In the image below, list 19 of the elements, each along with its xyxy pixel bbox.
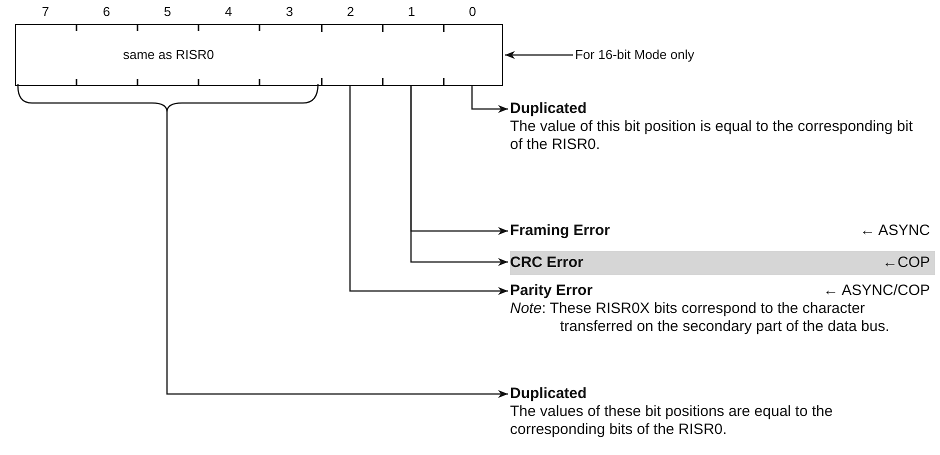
bit-number: 5 [162,4,172,19]
field-name: Framing Error [510,222,610,240]
description: Note: These RISR0X bits correspond to the character transferred on the secondary part of the data bus. [510,300,890,336]
field-name: Duplicated [510,100,587,118]
bit-number: 2 [346,4,356,19]
field-name: Parity Error [510,282,593,300]
bit-number: 6 [102,4,112,19]
bit-number: 1 [406,4,416,19]
mode-tag: ← ASYNC [860,222,930,240]
bit-number: 3 [284,4,294,19]
bit-number: 7 [40,4,50,19]
mode-tag: ←COP [882,251,935,275]
description: The values of these bit positions are equal to the corresponding bits of the RISR0. [510,403,834,439]
field-name: Duplicated [510,385,587,403]
bit-number: 0 [468,4,478,19]
mode-tag: ← ASYNC/COP [823,282,930,300]
description: The value of this bit position is equal to the corresponding bit of the RISR0. [510,118,914,154]
field-name: CRC Error [510,254,584,272]
bit-number: 4 [224,4,234,19]
